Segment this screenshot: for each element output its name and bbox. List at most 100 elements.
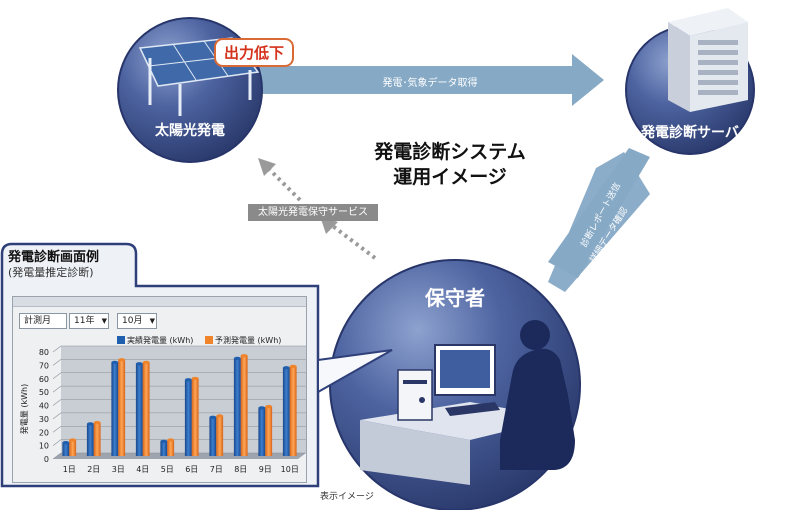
gridline-diag [52,372,62,379]
bar-predicted [118,359,126,456]
gridline-diag [52,439,62,446]
bar-cap-predicted [289,364,297,368]
y-tick-label: 20 [39,428,49,437]
bar-predicted [69,439,77,456]
x-tick-label: 6日 [185,465,198,474]
service-arrow [264,164,377,260]
bar-cap-actual [111,360,119,364]
server-label: 発電診断サーバ [641,125,739,141]
bar-predicted [289,366,297,456]
legend-swatch-actual [117,336,125,344]
y-tick-label: 0 [44,455,49,464]
bar-predicted [142,362,150,456]
bar-cap-predicted [216,414,224,418]
bar-predicted [265,406,273,456]
title-line-1: 発電診断システム [374,141,526,163]
bar-predicted [93,422,101,456]
bar-actual [62,442,70,456]
legend-predicted: 予測発電量 (kWh) [215,336,282,345]
bar-actual [209,417,217,456]
bar-cap-actual [86,422,94,426]
measure-month-selector[interactable]: 計測月 [19,313,67,329]
arrow-confirm [548,152,650,292]
bar-actual [111,362,119,456]
y-tick-label: 30 [39,415,49,424]
window-titlebar [13,297,306,307]
year-select[interactable]: 11年 ▼ [69,313,109,329]
x-tick-label: 2日 [87,465,100,474]
bar-cap-actual [282,366,290,370]
bar-cap-predicted [191,376,199,381]
gridline-diag [52,399,62,406]
gridline-diag [52,359,62,366]
x-tick-label: 4日 [136,465,149,474]
service-arrowhead [258,158,276,176]
month-select[interactable]: 10月 ▼ [117,313,157,329]
acquire-label: 発電･気象データ取得 [382,78,478,89]
generation-chart: 0 10 20 30 40 50 60 70 80 1日 2日 3日 4日 5日 6日 7日 8日 9日 10日 発… [20,345,306,474]
bar-predicted [216,415,224,456]
title-line-2: 運用イメージ [393,166,507,188]
maintainer-label: 保守者 [425,286,485,310]
bar-actual [135,363,143,456]
year-select-value: 11年 [74,316,95,326]
display-caption: 表示イメージ [320,492,374,502]
gridline-diag [52,426,62,433]
x-tick-label: 5日 [161,465,174,474]
bar-predicted [167,439,175,456]
chevron-down-icon: ▼ [149,317,155,325]
x-tick-label: 9日 [259,465,272,474]
bar-cap-predicted [142,360,150,364]
y-axis-label: 発電量 (kWh) [20,384,29,434]
bar-actual [184,379,192,456]
gridline-diag [52,452,62,460]
bar-cap-actual [135,362,143,366]
bar-actual [160,441,168,456]
bar-predicted [191,378,199,456]
solar-label: 太陽光発電 [155,123,225,139]
y-tick-label: 50 [39,388,49,397]
y-tick-label: 70 [39,361,49,370]
y-tick-label: 10 [39,442,49,451]
arrow-acquire [258,54,604,106]
bar-cap-actual [233,356,241,360]
y-tick-label: 40 [39,402,49,411]
x-tick-label: 10日 [281,465,299,474]
bar-cap-actual [160,439,168,443]
bar-cap-predicted [167,438,175,442]
diagram-title: 発電診断システム 運用イメージ [320,140,580,190]
legend-swatch-predicted [205,336,213,344]
x-tick-label: 1日 [63,465,76,474]
example-connector [317,349,393,394]
bar-actual [86,423,94,456]
bar-actual [282,367,290,456]
bar-actual [233,358,241,456]
gridline-diag [52,412,62,420]
bar-cap-predicted [240,354,248,358]
diagnosis-window: 計測月 11年 ▼ 10月 ▼ 実績発電量 (kWh) 予測発電量 (kWh) … [12,296,307,483]
x-tick-label: 8日 [234,465,247,474]
server-rack-icon [668,8,748,112]
bar-predicted [240,355,248,456]
service-label: 太陽光発電保守サービス [248,204,378,221]
month-select-value: 10月 [122,316,143,326]
bar-cap-actual [62,441,70,445]
legend-actual: 実績発電量 (kWh) [127,336,194,345]
x-tick-label: 3日 [112,465,125,474]
operator-scene-icon [360,320,575,485]
bar-cap-predicted [93,420,101,425]
chevron-down-icon: ▼ [101,317,107,325]
bar-cap-actual [209,415,217,419]
output-drop-callout: 出力低下 [214,38,295,67]
y-tick-label: 80 [39,348,49,357]
gridline-diag [52,385,62,393]
bar-cap-predicted [265,404,273,409]
x-tick-label: 7日 [210,465,223,474]
bar-cap-predicted [69,438,77,442]
bar-cap-predicted [118,358,126,362]
y-tick-label: 60 [39,375,49,384]
bar-cap-actual [258,406,266,410]
example-title: 発電診断画面例 [8,250,100,265]
example-subtitle: (発電量推定診断) [8,266,94,279]
bar-cap-actual [184,378,192,382]
